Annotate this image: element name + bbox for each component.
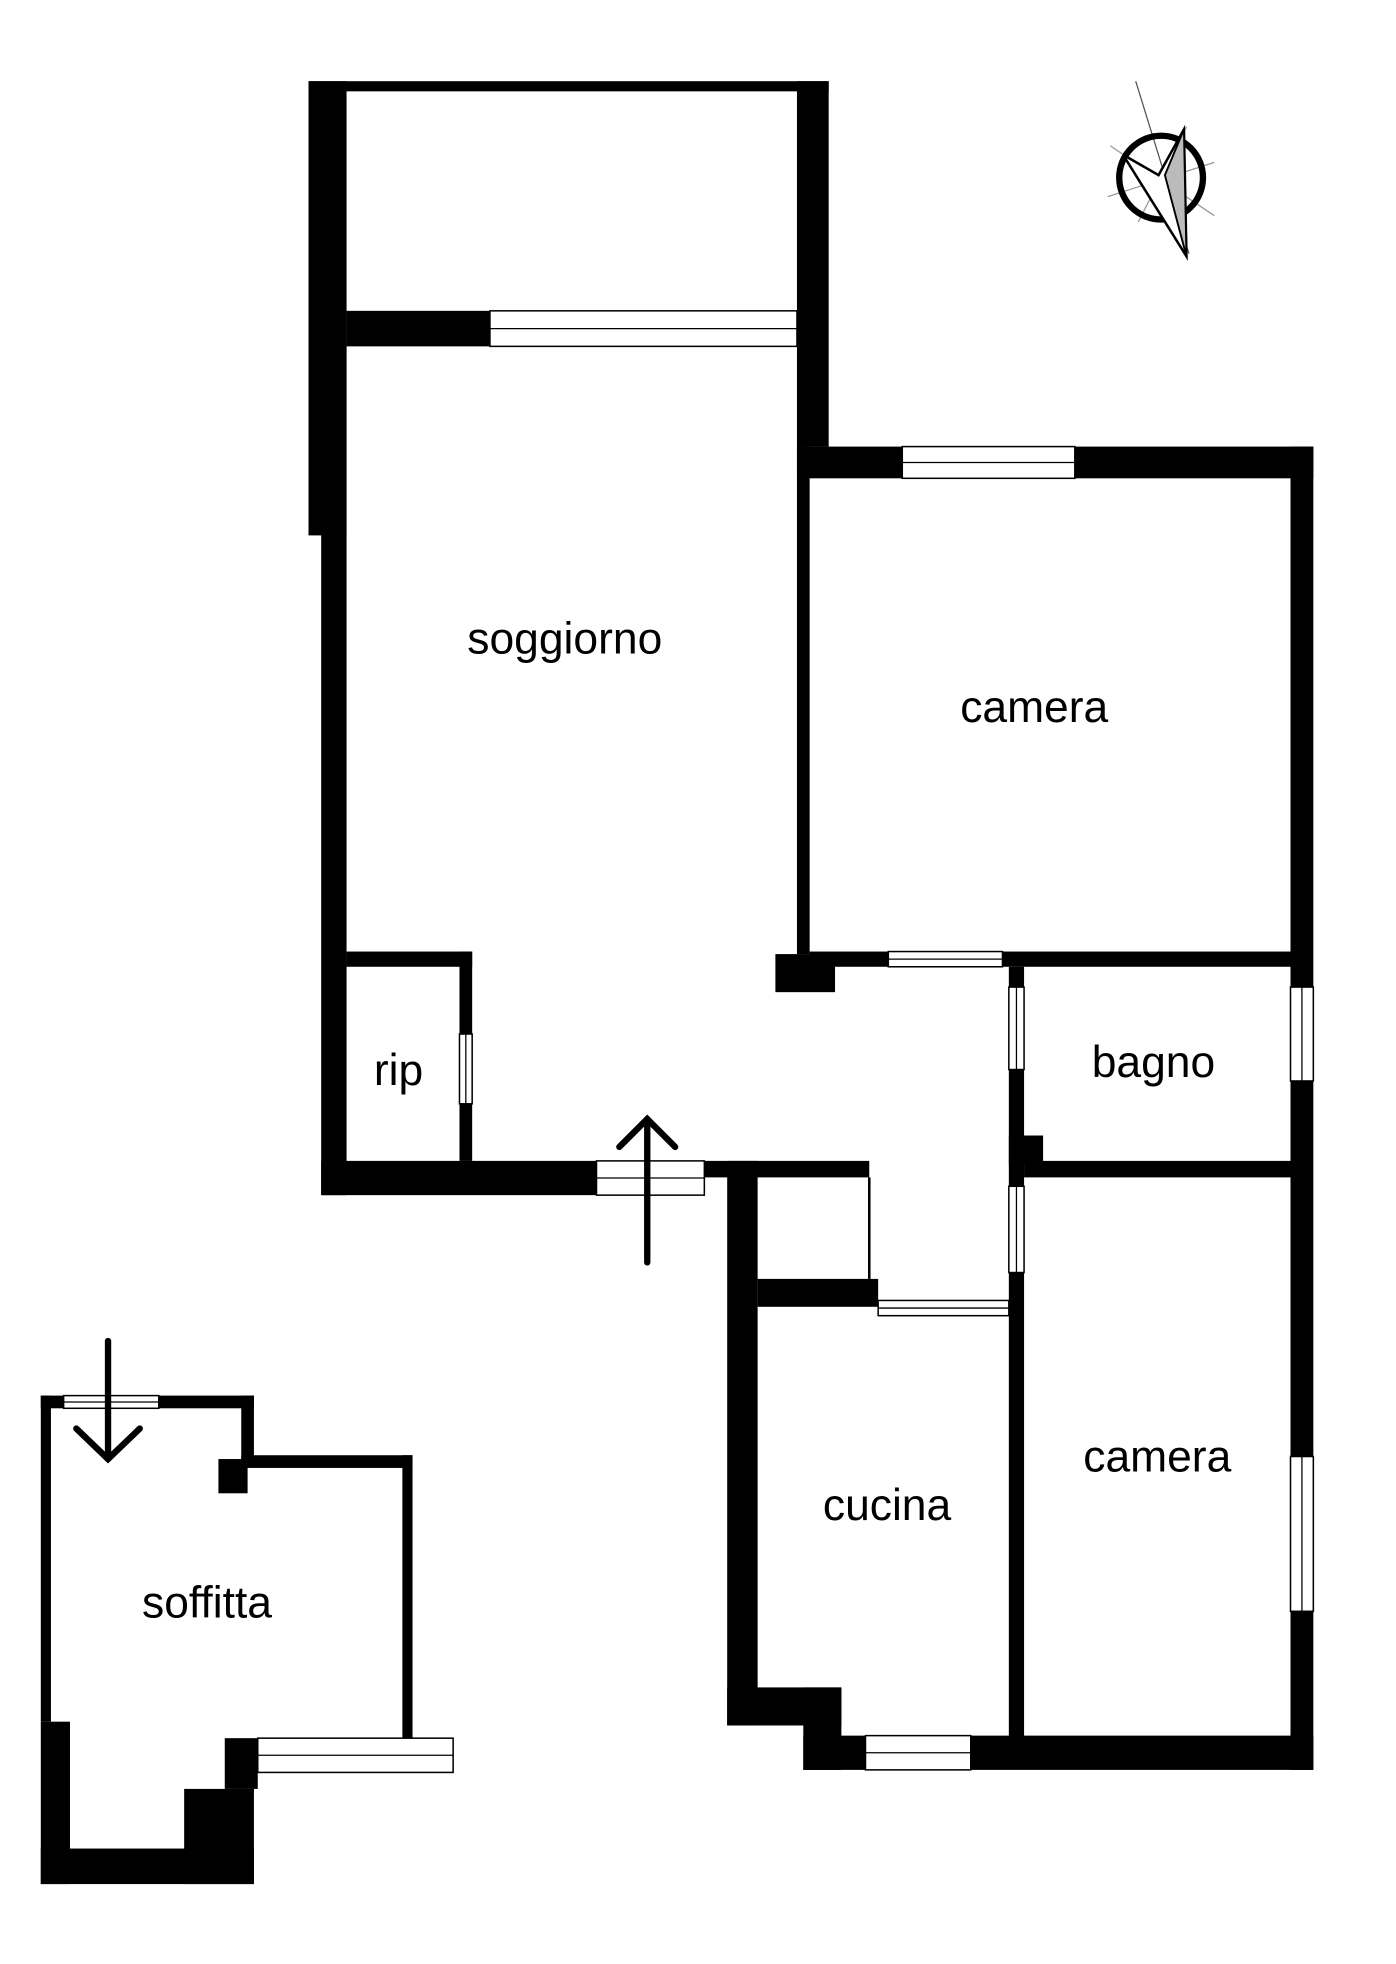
window — [1008, 1185, 1025, 1274]
room-label-camera-2: camera — [1083, 1433, 1231, 1482]
wall — [459, 1103, 473, 1161]
wall — [459, 951, 473, 1035]
wall — [158, 1395, 254, 1409]
wall — [970, 1735, 1314, 1770]
window — [1289, 986, 1315, 1082]
wall — [1002, 951, 1291, 967]
wall — [796, 446, 810, 955]
wall — [1290, 1611, 1314, 1770]
wall — [402, 1455, 413, 1739]
north-arrow-icon — [1107, 81, 1215, 261]
wall — [1008, 1069, 1025, 1187]
wall — [184, 1788, 254, 1885]
wall — [218, 1459, 248, 1494]
wall — [241, 1455, 413, 1468]
wall — [1024, 1160, 1291, 1178]
walls — [40, 81, 1314, 1885]
wall — [757, 1278, 879, 1307]
window — [256, 1737, 454, 1774]
wall — [241, 1395, 254, 1460]
wall — [346, 310, 490, 347]
wall — [775, 954, 836, 993]
window — [489, 310, 798, 348]
wall — [321, 1160, 597, 1196]
wall — [1290, 1080, 1314, 1457]
wall — [40, 1395, 51, 1722]
wall — [346, 951, 473, 967]
wall — [321, 346, 347, 1196]
wall — [796, 446, 903, 479]
entrance-arrow-icon — [616, 1114, 679, 1266]
window — [62, 1394, 160, 1410]
window — [877, 1299, 1010, 1317]
window — [1008, 986, 1025, 1071]
room-label-soggiorno: soggiorno — [467, 614, 662, 663]
room-label-camera: camera — [960, 683, 1108, 732]
window — [887, 950, 1004, 968]
wall — [1008, 1272, 1025, 1739]
wall — [1008, 1135, 1044, 1165]
attic-entrance-arrow-icon — [73, 1337, 143, 1464]
wall — [1290, 446, 1314, 988]
window — [458, 1033, 473, 1105]
window — [1289, 1455, 1315, 1613]
room-label-soffitta: soffitta — [142, 1579, 272, 1628]
wall — [1074, 446, 1314, 479]
window — [864, 1734, 972, 1771]
room-label-bagno: bagno — [1092, 1038, 1215, 1087]
wall — [796, 81, 829, 447]
wall — [868, 1177, 871, 1279]
window — [901, 445, 1076, 480]
wall — [803, 1735, 866, 1770]
wall — [308, 81, 829, 92]
wall — [224, 1738, 258, 1789]
wall — [1008, 966, 1025, 988]
wall — [727, 1160, 758, 1726]
room-label-rip: rip — [374, 1046, 423, 1095]
room-label-cucina: cucina — [823, 1481, 952, 1530]
